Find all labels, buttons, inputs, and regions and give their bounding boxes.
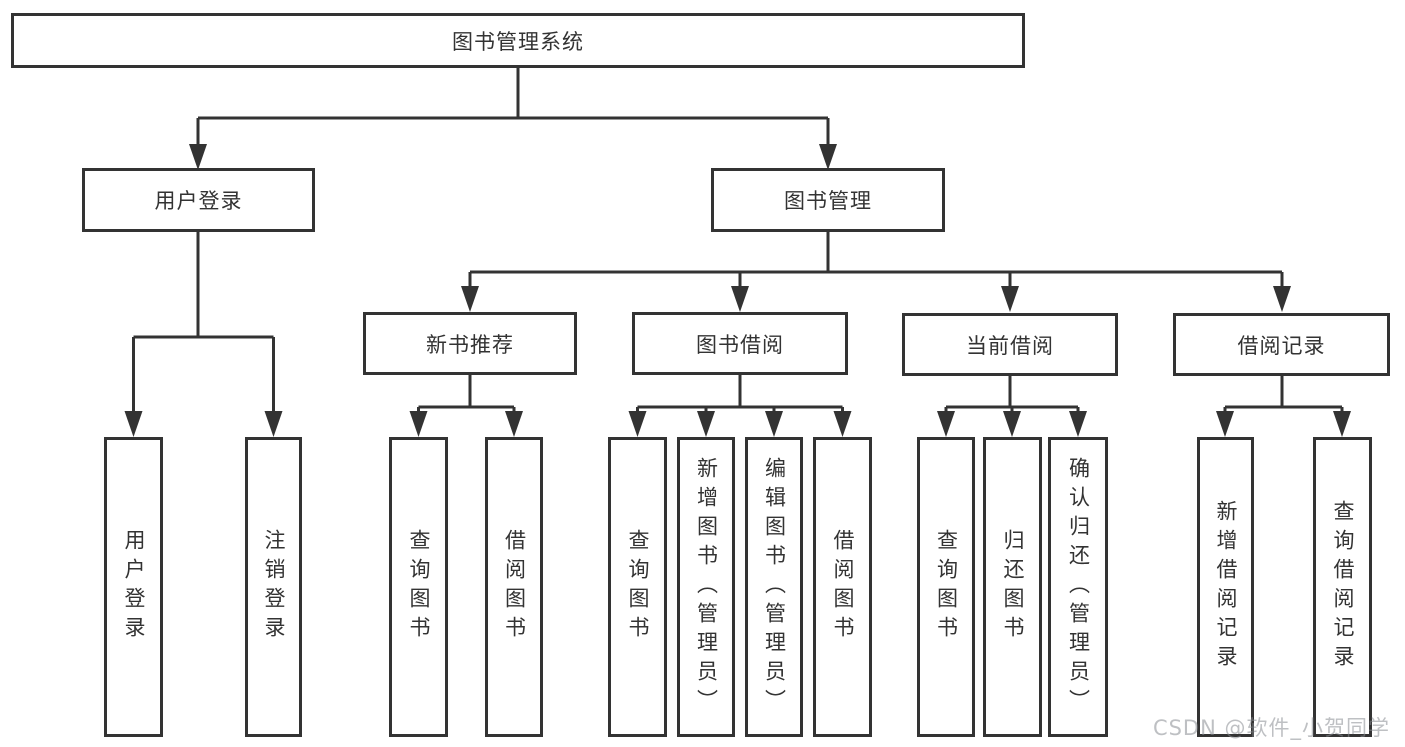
node-label: 编辑图书（管理员）	[762, 456, 787, 718]
node-label: 新书推荐	[426, 332, 514, 357]
leaf-user-login: 用户登录	[104, 437, 163, 737]
arrowhead	[833, 411, 852, 437]
node-label: 用户登录	[122, 529, 146, 645]
node-label: 查询图书	[934, 529, 959, 645]
connector-paths	[132, 68, 1344, 415]
leaf-query-books-borrow: 查询图书	[608, 437, 667, 737]
node-user-login: 用户登录	[82, 168, 315, 232]
connector-current-borrow-to-children	[944, 375, 1080, 415]
arrowhead	[409, 411, 428, 437]
arrowhead	[461, 286, 479, 312]
node-label: 查询图书	[407, 529, 431, 645]
arrowhead	[505, 411, 523, 437]
node-label: 图书借阅	[696, 332, 784, 357]
connector-book-borrow-to-children	[636, 373, 844, 415]
leaf-query-books-recommend: 查询图书	[389, 437, 448, 737]
leaf-query-books-current: 查询图书	[917, 437, 975, 737]
arrowhead	[1001, 286, 1019, 312]
node-label: 查询图书	[626, 529, 650, 645]
leaf-confirm-return-admin: 确认归还（管理员）	[1048, 437, 1108, 737]
node-label: 借阅记录	[1237, 333, 1326, 358]
node-borrow-records: 借阅记录	[1173, 313, 1390, 376]
node-label: 图书管理	[784, 189, 872, 213]
arrowhead	[1003, 411, 1021, 437]
arrowhead	[1273, 286, 1291, 312]
node-label: 查询借阅记录	[1331, 500, 1355, 674]
connector-new-book-recommend-to-children	[417, 373, 516, 415]
node-label: 新增借阅记录	[1214, 500, 1238, 674]
leaf-borrow-books: 借阅图书	[813, 437, 872, 737]
arrowheads	[124, 144, 1351, 437]
arrowhead	[1069, 411, 1087, 437]
connector-book-management-to-level3	[468, 232, 1284, 290]
leaf-borrow-books-recommend: 借阅图书	[485, 437, 543, 737]
arrowhead	[937, 411, 955, 437]
leaf-add-books-admin: 新增图书（管理员）	[677, 437, 735, 737]
node-label: 注销登录	[262, 529, 286, 645]
node-label: 图书管理系统	[452, 29, 584, 54]
node-new-book-recommend: 新书推荐	[363, 312, 577, 375]
node-label: 借阅图书	[502, 529, 527, 645]
node-label: 归还图书	[1001, 529, 1025, 645]
node-label: 用户登录	[154, 189, 243, 213]
leaf-logout: 注销登录	[245, 437, 302, 737]
leaf-add-borrow-record: 新增借阅记录	[1197, 437, 1254, 737]
arrowhead	[819, 144, 837, 170]
arrowhead	[765, 411, 783, 437]
csdn-watermark: CSDN @软件_小贺同学	[1152, 716, 1390, 740]
arrowhead	[1333, 411, 1351, 437]
arrowhead	[1216, 411, 1234, 437]
arrowhead	[697, 411, 715, 437]
node-label: 新增图书（管理员）	[694, 456, 719, 718]
node-current-borrow: 当前借阅	[902, 313, 1118, 376]
arrowhead	[628, 411, 647, 437]
node-library-management-system: 图书管理系统	[11, 13, 1025, 68]
arrowhead	[189, 144, 207, 170]
leaf-query-borrow-record: 查询借阅记录	[1313, 437, 1372, 737]
connector-root-to-level2	[196, 68, 830, 148]
node-label: 借阅图书	[831, 529, 855, 645]
connector-user-login-to-children	[132, 232, 275, 415]
arrowhead	[731, 286, 749, 312]
node-book-management: 图书管理	[711, 168, 945, 232]
leaf-edit-books-admin: 编辑图书（管理员）	[745, 437, 803, 737]
node-book-borrow: 图书借阅	[632, 312, 848, 375]
node-label: 确认归还（管理员）	[1066, 456, 1091, 718]
connector-borrow-records-to-children	[1223, 375, 1344, 415]
node-label: 当前借阅	[966, 333, 1054, 358]
arrowhead	[264, 411, 283, 437]
arrowhead	[124, 411, 143, 437]
leaf-return-books: 归还图书	[983, 437, 1042, 737]
